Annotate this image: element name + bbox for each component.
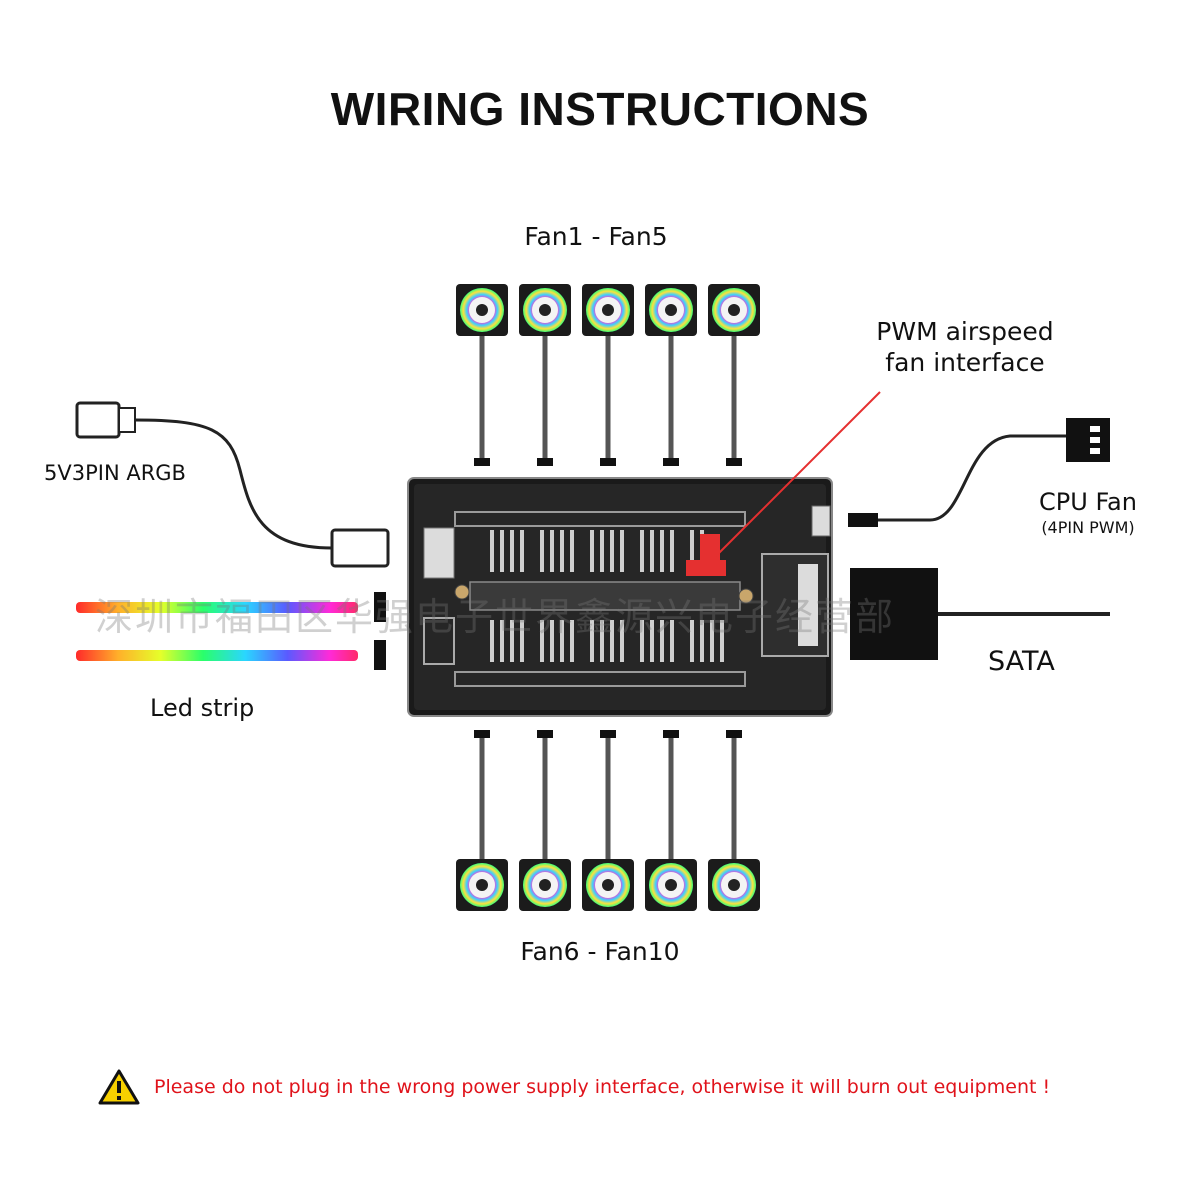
fan-group-top <box>456 284 760 466</box>
argb-cable <box>75 401 390 568</box>
cpu-fan-label: CPU Fan (4PIN PWM) <box>1030 488 1146 537</box>
fans-bottom-label: Fan6 - Fan10 <box>520 937 680 966</box>
cpu-fan-title: CPU Fan <box>1039 488 1137 516</box>
cpu-fan-subtitle: (4PIN PWM) <box>1041 518 1135 537</box>
fan-4 <box>645 284 697 466</box>
fans-top-label: Fan1 - Fan5 <box>524 222 668 251</box>
argb-label: 5V3PIN ARGB <box>44 461 186 485</box>
fan-5 <box>708 284 760 466</box>
pwm-label-line1: PWM airspeed <box>876 317 1054 346</box>
argb-plug-top <box>75 401 121 439</box>
cpu-fan-cable <box>848 418 1110 527</box>
fan-8 <box>582 730 634 911</box>
warning-triangle-icon <box>98 1069 140 1105</box>
pwm-pointer-line <box>715 391 881 557</box>
sata-label: SATA <box>988 646 1055 677</box>
fan-9 <box>645 730 697 911</box>
led-strip-2 <box>76 640 386 670</box>
page-title: WIRING INSTRUCTIONS <box>330 83 870 135</box>
pwm-label-line2: fan interface <box>885 348 1045 377</box>
watermark: 深圳市福田区华强电子世界鑫源兴电子经营部 <box>95 595 896 639</box>
fan-1 <box>456 284 508 466</box>
led-strip-group <box>76 592 386 670</box>
warning-text: Please do not plug in the wrong power su… <box>154 1076 1051 1098</box>
fan-10 <box>708 730 760 911</box>
fan-7 <box>519 730 571 911</box>
fan-hub-board <box>407 477 833 717</box>
sata-plug <box>850 568 938 660</box>
pwm-connector <box>700 534 720 564</box>
fan-2 <box>519 284 571 466</box>
warning-banner: Please do not plug in the wrong power su… <box>98 1066 1050 1108</box>
fan-3 <box>582 284 634 466</box>
argb-plug-bottom <box>330 528 390 568</box>
sata-cable <box>850 568 1110 660</box>
led-strip-label: Led strip <box>150 694 255 722</box>
led-strip-1 <box>76 592 386 622</box>
fan-group-bottom <box>456 730 760 911</box>
pwm-label: PWM airspeed fan interface <box>850 316 1080 378</box>
fan-6 <box>456 730 508 911</box>
cpu-fan-plug <box>1066 418 1110 462</box>
